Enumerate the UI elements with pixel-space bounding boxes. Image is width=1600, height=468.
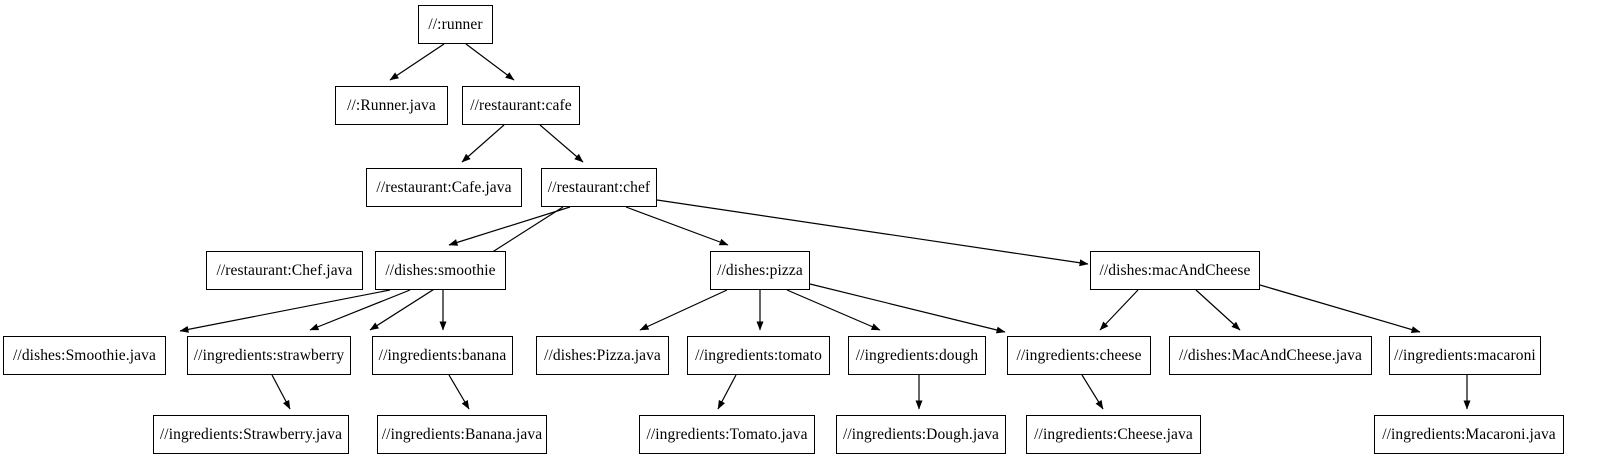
graph-node-label: //dishes:MacAndCheese.java — [1179, 346, 1362, 364]
graph-node-label: //ingredients:Macaroni.java — [1382, 425, 1556, 443]
graph-node-label: //dishes:macAndCheese — [1099, 261, 1251, 279]
graph-node-cheese-java[interactable]: //ingredients:Cheese.java — [1026, 415, 1201, 454]
graph-node-runner[interactable]: //:runner — [418, 5, 493, 44]
graph-node-label: //restaurant:chef — [547, 178, 651, 196]
graph-node-label: //ingredients:dough — [855, 346, 979, 364]
graph-node-label: //ingredients:Strawberry.java — [159, 425, 343, 443]
graph-node-label: //:Runner.java — [347, 96, 436, 114]
graph-node-label: //dishes:pizza — [717, 261, 803, 279]
graph-node-label: //restaurant:Chef.java — [216, 261, 353, 279]
graph-node-ing-dough[interactable]: //ingredients:dough — [848, 336, 986, 375]
graph-node-ing-strawberry[interactable]: //ingredients:strawberry — [187, 336, 351, 375]
graph-node-label: //ingredients:Cheese.java — [1034, 425, 1193, 443]
graph-node-banana-java[interactable]: //ingredients:Banana.java — [377, 415, 547, 454]
graph-node-chef-java[interactable]: //restaurant:Chef.java — [206, 251, 363, 290]
graph-node-dishes-pizza[interactable]: //dishes:pizza — [710, 251, 810, 290]
graph-node-label: //ingredients:banana — [378, 346, 507, 364]
graph-node-label: //ingredients:strawberry — [193, 346, 345, 364]
graph-node-runner-java[interactable]: //:Runner.java — [335, 86, 448, 125]
graph-node-ing-tomato[interactable]: //ingredients:tomato — [687, 336, 830, 375]
graph-node-tomato-java[interactable]: //ingredients:Tomato.java — [639, 415, 815, 454]
graph-node-mac-java[interactable]: //dishes:MacAndCheese.java — [1169, 336, 1372, 375]
graph-node-smoothie-java[interactable]: //dishes:Smoothie.java — [3, 336, 166, 375]
graph-node-label: //restaurant:Cafe.java — [376, 178, 512, 196]
graph-node-ing-banana[interactable]: //ingredients:banana — [372, 336, 513, 375]
graph-node-label: //ingredients:Banana.java — [381, 425, 543, 443]
graph-node-dishes-smoothie[interactable]: //dishes:smoothie — [375, 251, 506, 290]
graph-node-label: //ingredients:Dough.java — [842, 425, 1000, 443]
graph-node-restaurant-chef[interactable]: //restaurant:chef — [541, 168, 657, 207]
graph-node-pizza-java[interactable]: //dishes:Pizza.java — [536, 336, 669, 375]
graph-node-label: //ingredients:tomato — [695, 346, 822, 364]
graph-node-label: //dishes:smoothie — [385, 261, 496, 279]
graph-node-label: //dishes:Smoothie.java — [13, 346, 156, 364]
graph-node-macaroni-java[interactable]: //ingredients:Macaroni.java — [1374, 415, 1564, 454]
graph-node-ing-macaroni[interactable]: //ingredients:macaroni — [1389, 336, 1541, 375]
graph-node-label: //restaurant:cafe — [470, 96, 572, 114]
graph-node-ing-cheese[interactable]: //ingredients:cheese — [1007, 336, 1151, 375]
graph-node-dough-java[interactable]: //ingredients:Dough.java — [836, 415, 1006, 454]
graph-node-label: //ingredients:cheese — [1016, 346, 1142, 364]
graph-node-label: //dishes:Pizza.java — [544, 346, 661, 364]
graph-node-strawberry-java[interactable]: //ingredients:Strawberry.java — [153, 415, 349, 454]
graph-node-dishes-mac[interactable]: //dishes:macAndCheese — [1090, 251, 1260, 290]
graph-node-label: //ingredients:Tomato.java — [646, 425, 808, 443]
graph-node-label: //:runner — [428, 15, 483, 33]
graph-node-cafe-java[interactable]: //restaurant:Cafe.java — [366, 168, 522, 207]
graph-node-restaurant-cafe[interactable]: //restaurant:cafe — [462, 86, 580, 125]
graph-node-label: //ingredients:macaroni — [1394, 346, 1536, 364]
